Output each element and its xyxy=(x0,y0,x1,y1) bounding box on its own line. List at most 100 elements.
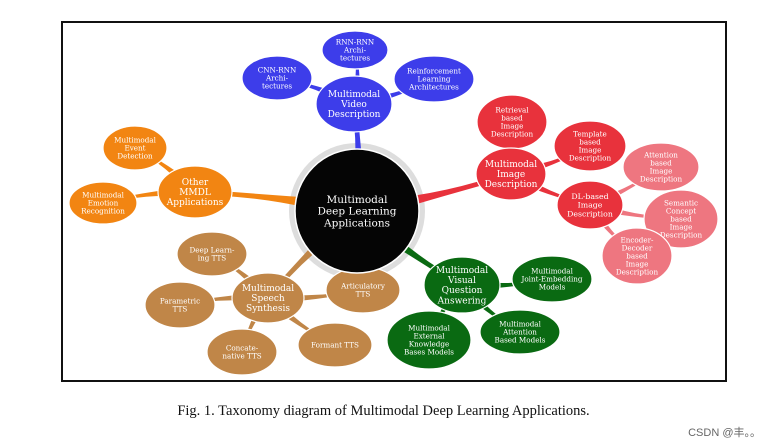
video-child-1-node-line: Archi- xyxy=(343,46,367,55)
image-child-2-sub-1-node-line: Image xyxy=(670,223,693,232)
vqa-child-2-node-line: Knowledge xyxy=(409,340,450,349)
root-node-line: Deep Learning xyxy=(318,206,397,218)
vqa-branch-node-line: Multimodal xyxy=(436,266,488,276)
other-child-0-node-shape xyxy=(102,125,168,171)
speech-branch-node-shape xyxy=(231,272,305,324)
video-child-0-node-shape xyxy=(241,55,313,101)
speech-branch-node-line: Synthesis xyxy=(246,304,290,314)
image-child-2-sub-1-node-line: based xyxy=(670,215,692,224)
speech-child-2-node-shape xyxy=(297,322,373,368)
video-child-1-node-shape xyxy=(321,30,389,70)
image-branch-node-line: Multimodal xyxy=(485,160,537,170)
image-child-2-sub-0-node-line: Image xyxy=(650,167,673,176)
vqa-child-1-node-line: Multimodal xyxy=(499,319,542,328)
image-child-2-node-line: Image xyxy=(578,201,603,210)
image-branch-node-shape xyxy=(475,147,547,201)
speech-child-0-node-shape xyxy=(176,231,248,277)
other-child-1-node-line: Emotion xyxy=(88,199,119,208)
image-child-1-node-shape xyxy=(553,120,627,172)
speech-child-3-node-shape xyxy=(206,328,278,376)
video-child-2-node-line: Architectures xyxy=(408,83,459,92)
speech-child-3-node-line: native TTS xyxy=(222,352,261,361)
image-child-1-node-line: Template xyxy=(573,129,607,138)
other-branch-node-shape xyxy=(157,165,233,219)
speech-branch-node-line: Multimodal xyxy=(242,284,294,294)
image-child-2-node-line: DL-based xyxy=(571,192,608,201)
speech-child-4-node-line: Parametric xyxy=(160,296,200,305)
root-node-line: Multimodal xyxy=(326,194,388,206)
image-child-0-node-line: Description xyxy=(491,130,534,139)
root-node-shape xyxy=(294,148,420,274)
vqa-branch-node-shape xyxy=(423,256,501,314)
speech-child-3-node-line: Concate- xyxy=(226,343,259,352)
speech-child-3-node: Concate-native TTS xyxy=(206,328,278,376)
video-child-1-node-line: RNN-RNN xyxy=(336,37,374,46)
video-child-0-node-line: tectures xyxy=(262,82,292,91)
image-child-2-sub-2-node-line: Description xyxy=(616,268,659,277)
image-child-2-sub-0-node-line: Description xyxy=(640,175,683,184)
image-branch-node-line: Description xyxy=(485,180,538,190)
speech-child-2-node: Formant TTS xyxy=(297,322,373,368)
speech-child-0-node-line: Deep Learn- xyxy=(190,245,236,254)
other-child-0-node-line: Detection xyxy=(117,152,153,161)
image-child-2-node-line: Description xyxy=(567,209,613,218)
image-child-1-node-line: based xyxy=(579,137,601,146)
image-child-1-node-line: Image xyxy=(579,146,602,155)
vqa-child-1-node-line: Attention xyxy=(502,328,537,337)
video-branch-node-shape xyxy=(315,75,393,133)
vqa-branch-node-line: Question xyxy=(442,286,483,296)
video-child-2-node-line: Learning xyxy=(418,75,451,84)
image-child-2-sub-2-node-line: Decoder xyxy=(622,243,653,252)
video-child-0-node-line: Archi- xyxy=(265,74,289,83)
vqa-child-0-node-line: Joint-Embedding xyxy=(520,275,582,284)
speech-branch-node-line: Speech xyxy=(251,294,285,304)
video-child-1-node-line: tectures xyxy=(340,54,370,63)
image-child-2-sub-2-node-line: Encoder- xyxy=(621,235,655,244)
image-branch-node-line: Image xyxy=(497,170,526,180)
vqa-child-2-node-line: Bases Models xyxy=(404,348,454,357)
speech-child-0-node: Deep Learn-ing TTS xyxy=(176,231,248,277)
other-branch-node-line: Applications xyxy=(166,198,224,208)
vqa-child-2-node-line: Multimodal xyxy=(408,323,451,332)
vqa-branch-node-line: Answering xyxy=(437,296,487,306)
other-child-0-node-line: Event xyxy=(124,144,145,153)
vqa-child-1-node-shape xyxy=(479,309,561,355)
speech-child-0-node-line: ing TTS xyxy=(198,254,227,263)
vqa-child-0-node-line: Models xyxy=(539,283,566,292)
vqa-branch-node-line: Visual xyxy=(447,276,476,286)
watermark: CSDN @丰。。 xyxy=(688,427,761,439)
other-child-0-node-line: Multimodal xyxy=(114,135,157,144)
image-child-0-node-line: based xyxy=(501,113,523,122)
speech-child-4-node-shape xyxy=(144,281,216,329)
image-child-2-sub-2-node-line: Image xyxy=(626,260,649,269)
video-branch-node-line: Video xyxy=(340,100,367,110)
image-child-0-node-line: Retrieval xyxy=(495,105,529,114)
video-child-2-node-line: Reinforcement xyxy=(407,66,461,75)
image-child-2-sub-0-node-line: based xyxy=(650,158,672,167)
video-child-2-node-shape xyxy=(393,55,475,103)
vqa-child-2-node-line: External xyxy=(413,331,445,340)
image-child-2-sub-1-node-line: Concept xyxy=(666,206,696,215)
image-child-2-sub-0-node-shape xyxy=(622,142,700,192)
image-child-2-sub-1-node-shape xyxy=(643,189,719,249)
